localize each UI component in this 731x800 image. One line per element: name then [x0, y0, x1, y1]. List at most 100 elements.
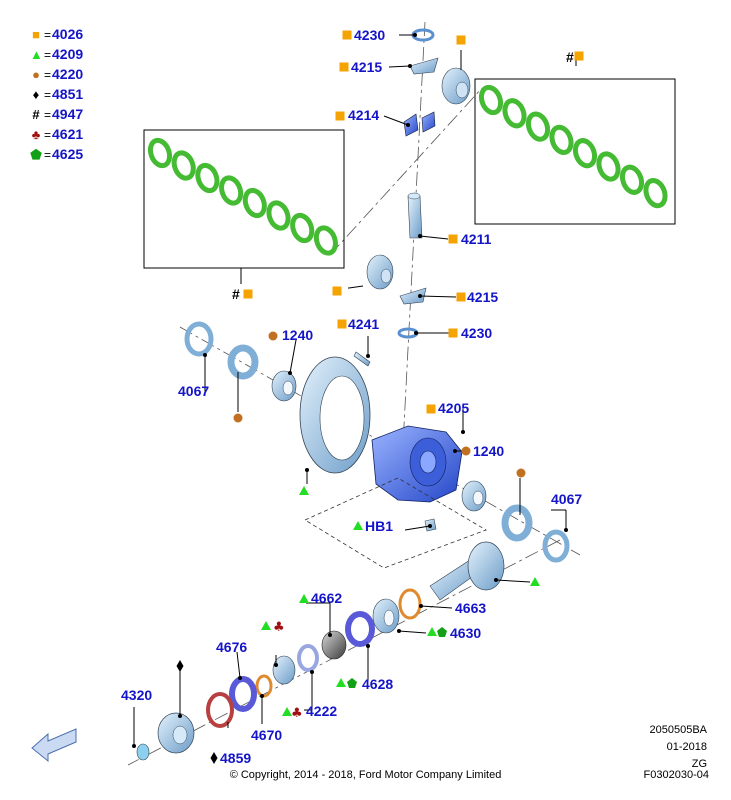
part-4859-seal	[206, 692, 234, 728]
part-4241-pin	[353, 351, 371, 367]
legend-equals: =	[44, 28, 52, 42]
side-gear-middle-left	[366, 254, 394, 290]
circle-icon	[516, 468, 526, 478]
legend-equals: =	[44, 48, 52, 62]
direction-arrow-icon	[31, 728, 77, 763]
leader-dot	[414, 331, 418, 335]
part-4670-ring	[255, 674, 273, 698]
hash-mark-right: #	[566, 49, 574, 65]
leader-dot	[132, 744, 136, 748]
callout-4663: 4663	[455, 600, 486, 616]
square-icon	[339, 62, 349, 72]
leader-dot	[397, 629, 401, 633]
legend-equals: =	[44, 108, 52, 122]
leader-dot	[310, 670, 314, 674]
legend-code: 4625	[52, 146, 84, 162]
legend-code: 4026	[52, 26, 84, 42]
part-4067-left	[184, 321, 214, 357]
square-icon: ■	[32, 27, 40, 42]
pentagon-icon	[347, 678, 357, 688]
doc-date: 01-2018	[666, 741, 707, 753]
callout-4211: 4211	[461, 231, 492, 247]
part-4215-top	[409, 57, 439, 75]
doc-region: ZG	[691, 758, 707, 770]
legend-equals: =	[44, 128, 52, 142]
club-icon: ♣	[291, 706, 303, 721]
triangle-icon	[282, 707, 292, 716]
leader-dot	[274, 663, 278, 667]
part-1240-left-bearing	[271, 370, 297, 402]
leader-dot	[305, 468, 309, 472]
part-4628-cup	[345, 611, 375, 647]
triangle-icon	[299, 594, 309, 603]
callout-4320: 4320	[121, 687, 152, 703]
leader-dot	[406, 123, 410, 127]
leader-dot	[494, 578, 498, 582]
ring-gear	[299, 356, 371, 474]
part-4630-bearing	[372, 598, 400, 634]
square-icon	[448, 328, 458, 338]
leader-lines	[133, 34, 577, 746]
pentagon-icon: ⬟	[30, 147, 42, 162]
leader-line	[495, 579, 531, 583]
clutch-disc	[195, 162, 220, 194]
diamond-icon	[210, 752, 218, 764]
square-icon	[337, 319, 347, 329]
leader-line	[348, 285, 364, 289]
callout-4215-mid: 4215	[467, 289, 498, 305]
callout-4067-left: 4067	[178, 383, 209, 399]
square-icon	[456, 35, 466, 45]
callout-4067-right: 4067	[551, 491, 582, 507]
circle-icon: ●	[32, 67, 40, 82]
hash-icon: #	[32, 107, 40, 122]
washer-small	[297, 644, 319, 672]
leader-dot	[461, 430, 465, 434]
callout-4630: 4630	[450, 625, 481, 641]
callout-symbols: ♣♣	[176, 30, 584, 764]
callout-labels: 4230 4215 4214 4211 4215 4230 4241 1240 …	[121, 27, 582, 766]
copyright: © Copyright, 2014 - 2018, Ford Motor Com…	[229, 769, 502, 781]
callout-4670: 4670	[251, 727, 282, 743]
flange	[157, 712, 195, 754]
callout-hb1: HB1	[365, 518, 393, 534]
clutch-disc	[572, 138, 598, 169]
leader-dot	[366, 354, 370, 358]
callout-4230-top: 4230	[354, 27, 385, 43]
figure-id: F0302030-04	[643, 769, 709, 781]
leader-line	[420, 605, 453, 609]
club-icon: ♣	[31, 127, 41, 142]
pentagon-icon	[437, 627, 447, 637]
triangle-icon: ▲	[30, 47, 43, 62]
square-icon	[426, 404, 436, 414]
legend-equals: =	[44, 88, 52, 102]
leader-line	[388, 65, 411, 68]
leader-line	[419, 295, 457, 298]
callout-4662: 4662	[311, 590, 342, 606]
callout-4215-top: 4215	[351, 59, 382, 75]
leader-dot	[203, 353, 207, 357]
triangle-icon	[261, 621, 271, 630]
leader-dot	[428, 524, 432, 528]
square-icon	[342, 30, 352, 40]
callout-4628: 4628	[362, 676, 393, 692]
legend-row: ⬟=4625	[30, 144, 83, 164]
clutch-disc	[242, 187, 267, 219]
leader-dot	[564, 528, 568, 532]
clutch-disc	[478, 84, 504, 116]
clutch-disc	[219, 175, 244, 206]
square-icon	[335, 111, 345, 121]
leader-dot	[413, 33, 417, 37]
square-icon	[243, 289, 253, 299]
legend-code: 4947	[52, 106, 84, 122]
circle-icon	[461, 446, 471, 456]
leader-dot	[238, 676, 242, 680]
drive-pinion	[429, 541, 505, 601]
leader-dot	[366, 644, 370, 648]
callout-4205: 4205	[438, 400, 469, 416]
legend-code: 4851	[52, 86, 84, 102]
leader-line	[419, 235, 449, 240]
clutch-disc	[502, 98, 527, 129]
leader-dot	[260, 694, 264, 698]
leader-dot	[453, 449, 457, 453]
